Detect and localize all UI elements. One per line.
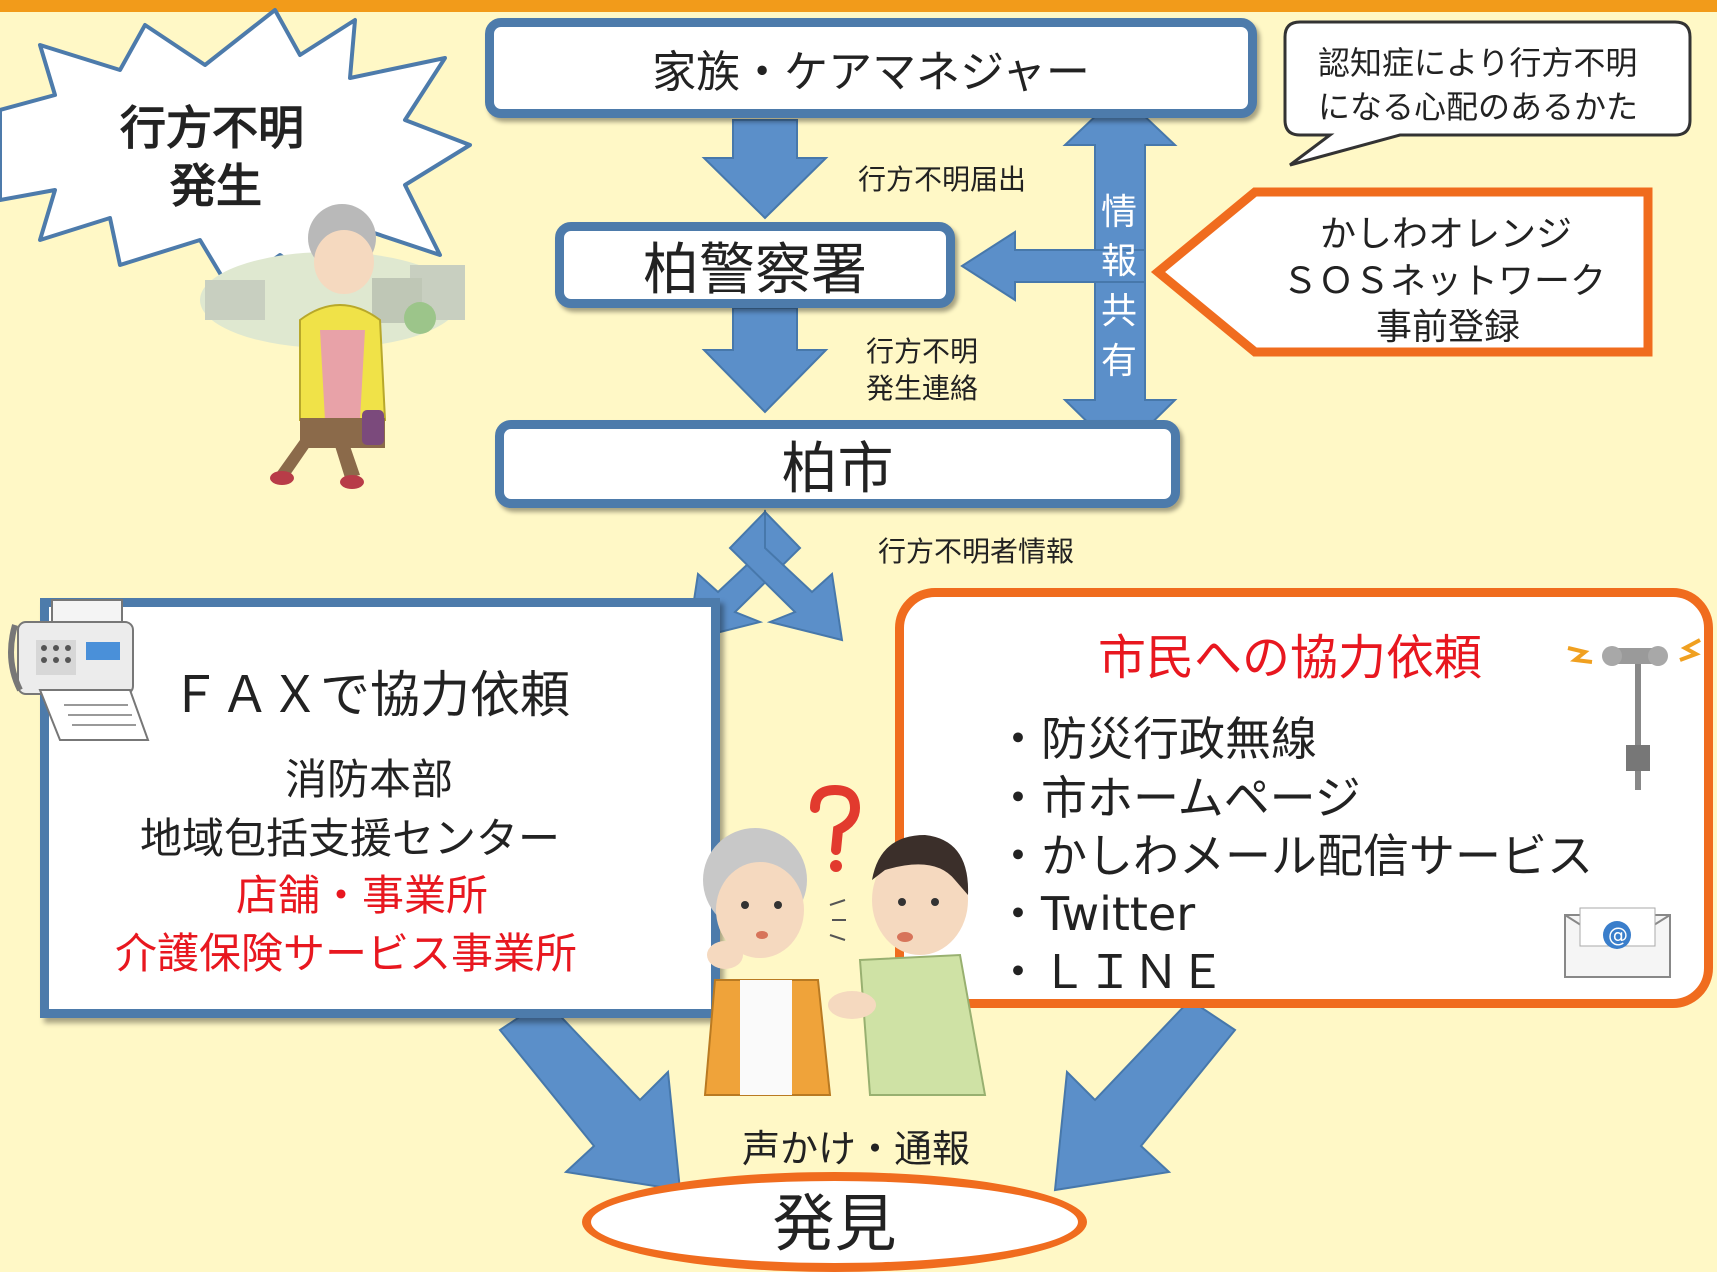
fax-red-item-1: 店舗・事業所 (236, 871, 489, 920)
label-share-2: 報 (1101, 241, 1138, 282)
fax-item-1: 消防本部 (285, 755, 454, 804)
node-family-label: 家族・ケアマネジャー (652, 47, 1090, 98)
node-family-caremanager: 家族・ケアマネジャー (485, 18, 1257, 118)
citizen-item-1: ・防災行政無線 (995, 712, 1317, 766)
sos-line2: ＳＯＳネットワーク (1282, 261, 1607, 302)
label-share-3: 共 (1101, 291, 1138, 332)
label-notify-1: 行方不明 (866, 335, 979, 368)
arrow-to-police (960, 230, 1146, 302)
arrow-family-police (701, 119, 829, 220)
node-discovery-label: 発見 (772, 1187, 897, 1260)
arrow-citizen-discovery (1053, 998, 1237, 1192)
fax-title: ＦＡＸで協力依頼 (170, 666, 570, 724)
citizen-item-4: ・Twitter (995, 887, 1196, 941)
sos-line1: かしわオレンジ (1320, 214, 1573, 255)
label-share-4: 有 (1101, 341, 1138, 382)
fax-red-item-2: 介護保険サービス事業所 (115, 929, 578, 978)
burst-line2: 発生 (170, 159, 262, 213)
label-report: 行方不明届出 (858, 163, 1027, 196)
citizen-item-5: ・ＬＩＮＥ (995, 945, 1225, 999)
fax-request-box (40, 598, 720, 1018)
man-talking-icon (828, 835, 987, 1096)
node-discovery: 発見 (582, 1172, 1087, 1272)
node-city: 柏市 (495, 420, 1180, 508)
citizen-item-2: ・市ホームページ (995, 771, 1361, 825)
node-police-label: 柏警察署 (643, 237, 867, 303)
label-call: 声かけ・通報 (742, 1127, 971, 1171)
citizen-title: 市民への協力依頼 (1098, 630, 1483, 686)
node-city-label: 柏市 (781, 436, 894, 502)
citizen-item-3: ・かしわメール配信サービス (995, 829, 1593, 883)
label-info: 行方不明者情報 (878, 535, 1075, 568)
burst-line1: 行方不明 (120, 101, 304, 155)
top-bar (0, 0, 1717, 12)
callout-line2: になる心配のあるかた (1318, 88, 1639, 126)
worried-woman-icon (703, 828, 832, 1096)
callout-line1: 認知症により行方不明 (1318, 44, 1638, 82)
arrow-police-city (701, 307, 829, 414)
label-share-1: 情 (1101, 192, 1138, 233)
sos-line3: 事前登録 (1376, 307, 1521, 348)
node-police: 柏警察署 (555, 222, 955, 308)
question-mark-icon (810, 784, 861, 872)
label-notify-2: 発生連絡 (866, 372, 979, 405)
fax-item-2: 地域包括支援センター (140, 814, 561, 863)
arrow-split-right (728, 509, 844, 642)
svg-text:@: @ (1608, 923, 1628, 947)
